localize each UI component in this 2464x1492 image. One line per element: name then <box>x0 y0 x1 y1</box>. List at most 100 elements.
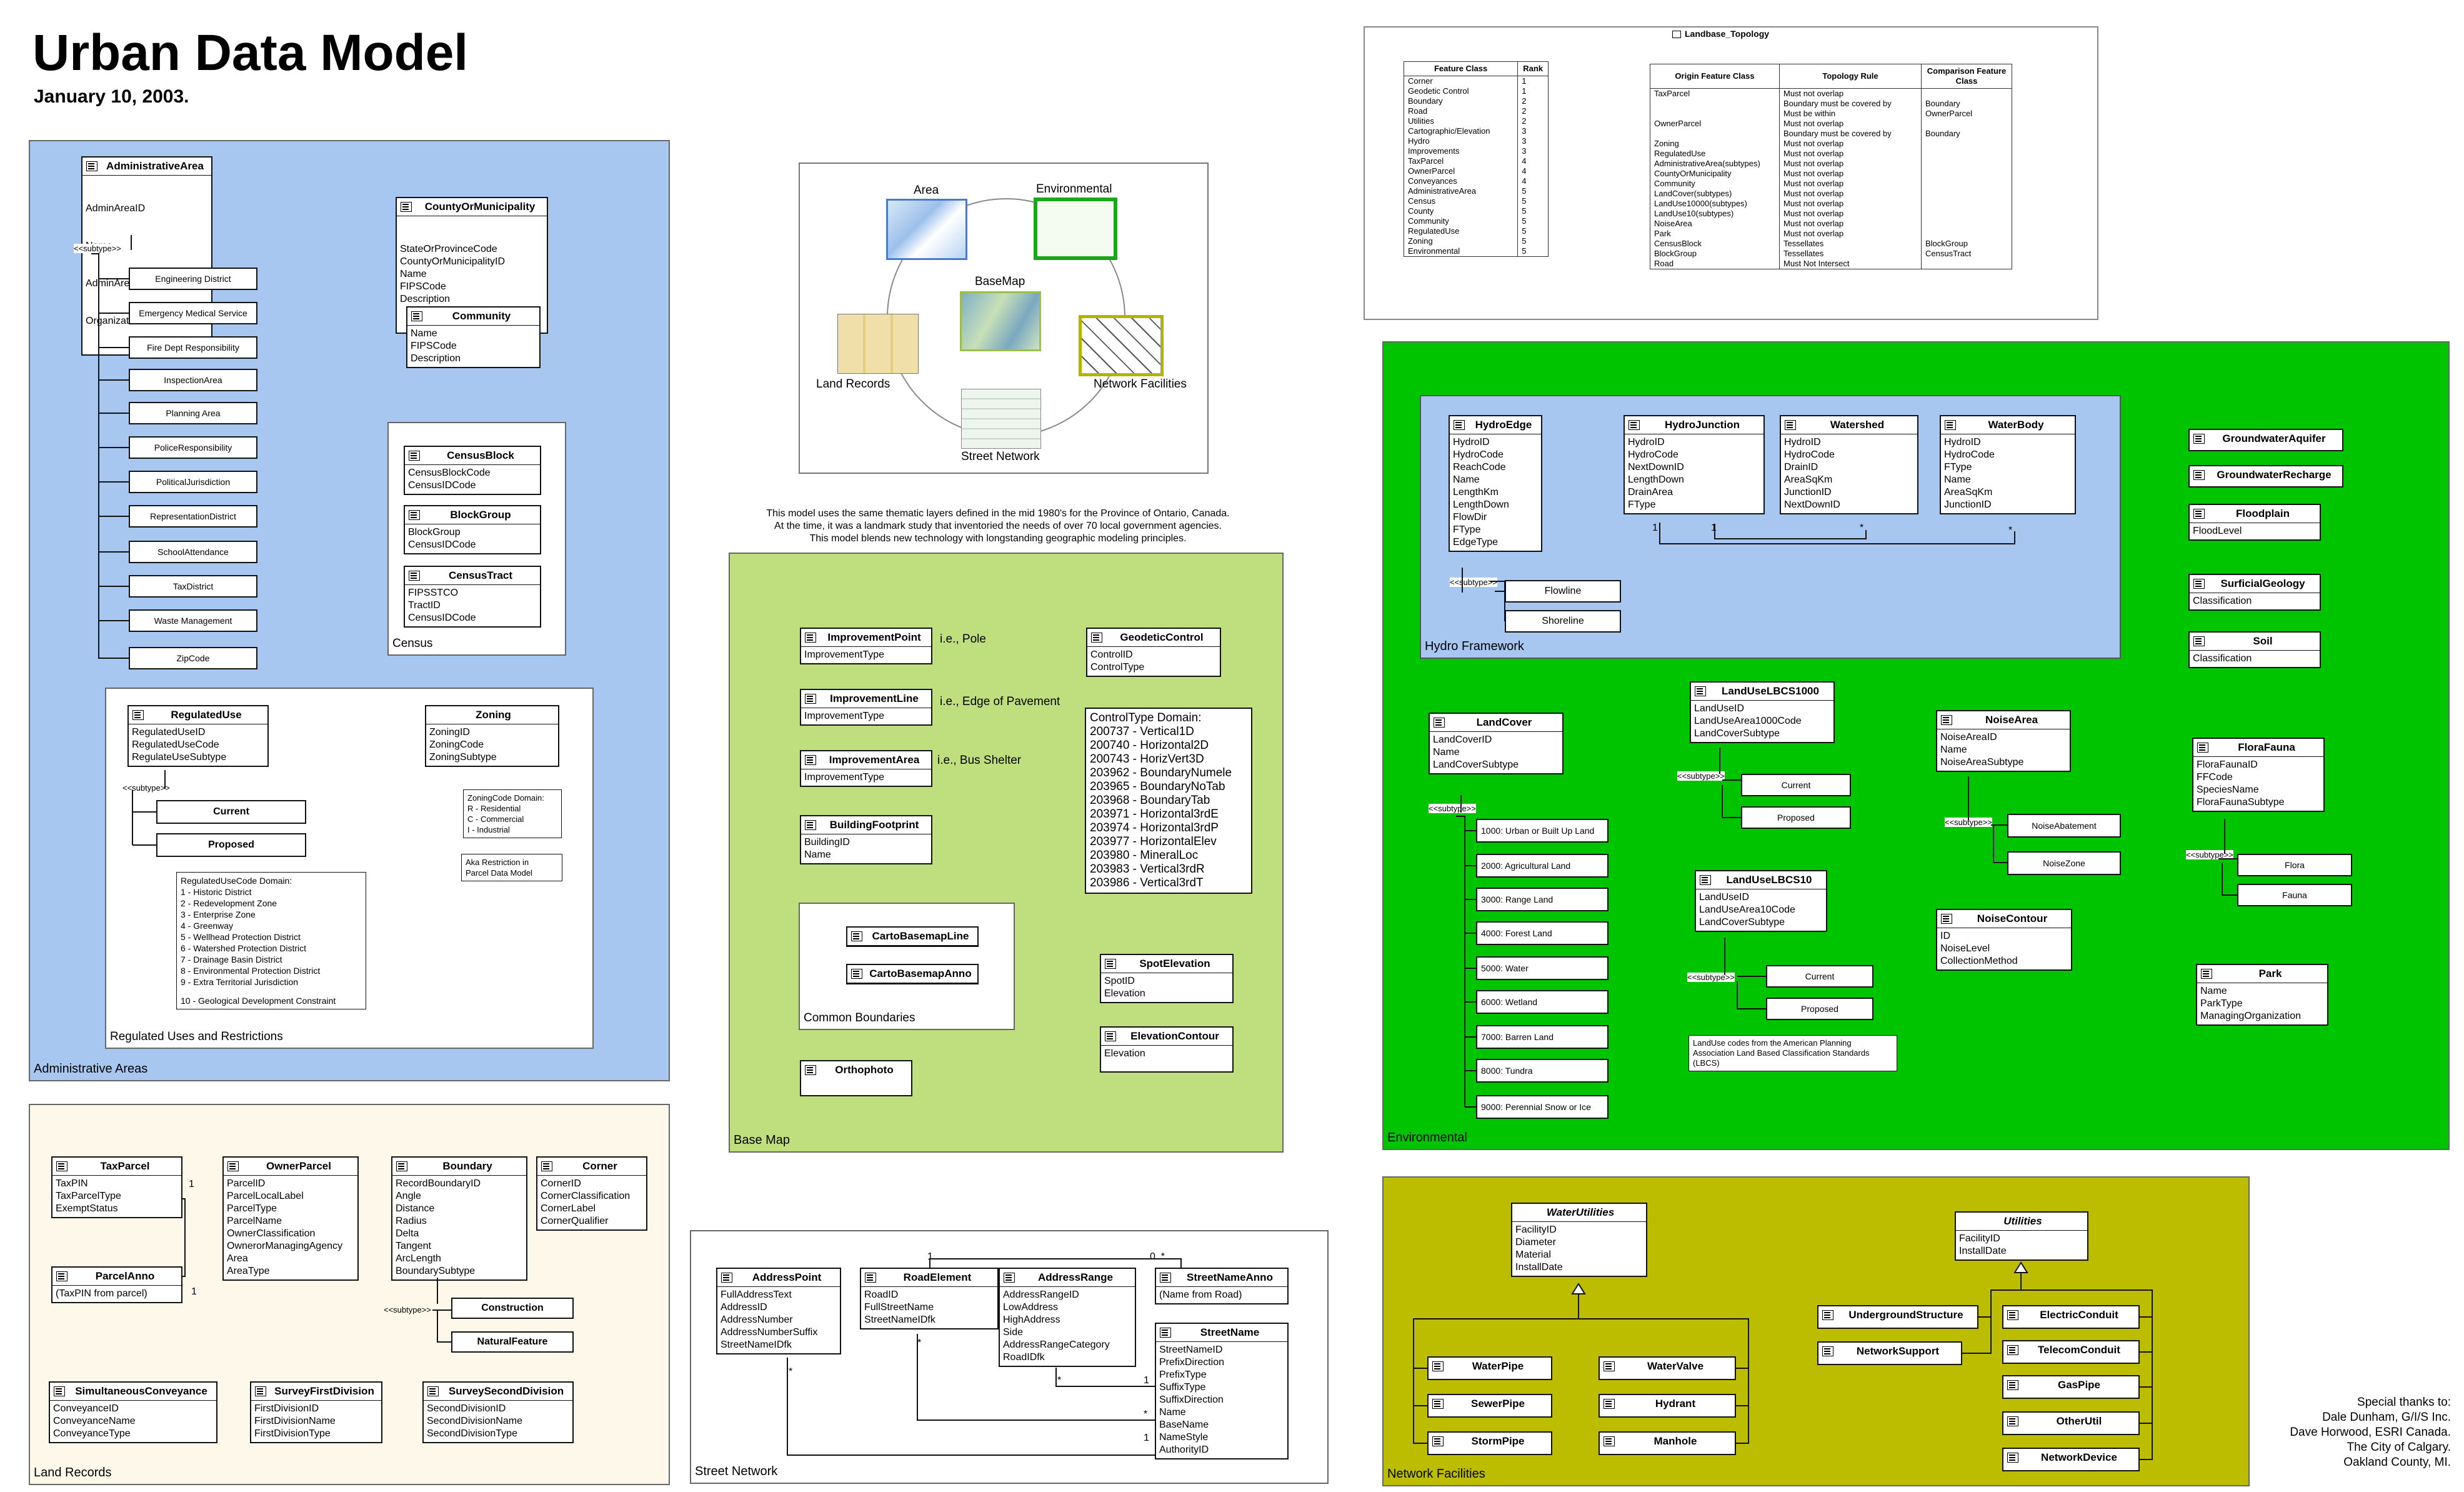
lu1000-current[interactable]: Current <box>1741 774 1851 796</box>
administrative-area-class[interactable]: AdministrativeArea AdminAreaID Name Admi… <box>81 156 212 356</box>
sewerpipe-class[interactable]: SewerPipe <box>1427 1394 1552 1418</box>
subtype-zipcode[interactable]: ZipCode <box>129 647 257 669</box>
lu10-proposed[interactable]: Proposed <box>1766 998 1873 1020</box>
lc-8000[interactable]: 8000: Tundra <box>1476 1059 1609 1083</box>
subtype-waste[interactable]: Waste Management <box>129 609 257 632</box>
waterpipe-class[interactable]: WaterPipe <box>1427 1356 1552 1380</box>
subtype-police[interactable]: PoliceResponsibility <box>129 436 257 459</box>
improvementpoint-class[interactable]: ImprovementPoint ImprovementType <box>800 628 932 664</box>
electric-conduit-class[interactable]: ElectricConduit <box>2002 1305 2140 1329</box>
lc-5000[interactable]: 5000: Water <box>1476 956 1609 980</box>
lu10-current[interactable]: Current <box>1766 965 1873 988</box>
lc-9000[interactable]: 9000: Perennial Snow or Ice <box>1476 1095 1609 1119</box>
regulated-current[interactable]: Current <box>156 800 306 824</box>
floodplain-class[interactable]: Floodplain FloodLevel <box>2188 504 2321 541</box>
network-device-class[interactable]: NetworkDevice <box>2002 1448 2140 1471</box>
lu1000-proposed[interactable]: Proposed <box>1741 806 1851 829</box>
surficial-geology-class[interactable]: SurficialGeology Classification <box>2188 574 2321 611</box>
basemap-map-thumbnail[interactable] <box>960 291 1041 351</box>
network-map-thumbnail[interactable] <box>1079 315 1164 376</box>
lc-1000[interactable]: 1000: Urban or Built Up Land <box>1476 819 1609 843</box>
subtype-emergency-medical[interactable]: Emergency Medical Service <box>129 302 257 324</box>
noise-abatement-subtype[interactable]: NoiseAbatement <box>2007 814 2121 838</box>
watervalve-class[interactable]: WaterValve <box>1599 1356 1736 1380</box>
manhole-class[interactable]: Manhole <box>1599 1431 1736 1455</box>
subtype-representation[interactable]: RepresentationDistrict <box>129 505 257 528</box>
streetnameanno-class[interactable]: StreetNameAnno (Name from Road) <box>1155 1268 1289 1304</box>
underground-structure-class[interactable]: UndergroundStructure <box>1817 1305 1978 1329</box>
lc-4000[interactable]: 4000: Forest Land <box>1476 921 1609 945</box>
subtype-tax-district[interactable]: TaxDistrict <box>129 575 257 598</box>
orthophoto-class[interactable]: Orthophoto <box>800 1060 912 1096</box>
regulated-proposed[interactable]: Proposed <box>156 833 306 857</box>
noise-zone-subtype[interactable]: NoiseZone <box>2007 851 2121 875</box>
otherutil-class[interactable]: OtherUtil <box>2002 1411 2140 1435</box>
cartobasemapanno-class[interactable]: CartoBasemapAnno <box>846 964 979 984</box>
lc-2000[interactable]: 2000: Agricultural Land <box>1476 854 1609 878</box>
hydrant-class[interactable]: Hydrant <box>1599 1394 1736 1418</box>
telecom-conduit-class[interactable]: TelecomConduit <box>2002 1340 2140 1364</box>
fauna-subtype[interactable]: Fauna <box>2237 884 2352 906</box>
subtype-planning-area[interactable]: Planning Area <box>129 402 257 424</box>
gaspipe-class[interactable]: GasPipe <box>2002 1375 2140 1399</box>
area-map-thumbnail[interactable] <box>886 199 967 260</box>
subtype-fire-dept[interactable]: Fire Dept Responsibility <box>129 336 257 359</box>
soil-class[interactable]: Soil Classification <box>2188 631 2321 668</box>
lc-6000[interactable]: 6000: Wetland <box>1476 990 1609 1014</box>
subtype-inspection-area[interactable]: InspectionArea <box>129 369 257 391</box>
flora-subtype[interactable]: Flora <box>2237 854 2352 876</box>
naturalfeature-subtype[interactable]: NaturalFeature <box>451 1331 574 1353</box>
groundwater-recharge-class[interactable]: GroundwaterRecharge <box>2188 465 2343 488</box>
lc-7000[interactable]: 7000: Barren Land <box>1476 1025 1609 1049</box>
network-support-class[interactable]: NetworkSupport <box>1817 1341 1962 1365</box>
improvementline-class[interactable]: ImprovementLine ImprovementType <box>800 689 932 726</box>
parcelanno-class[interactable]: ParcelAnno (TaxPIN from parcel) <box>51 1266 182 1303</box>
landrecords-map-thumbnail[interactable] <box>837 314 919 374</box>
stormpipe-class[interactable]: StormPipe <box>1427 1431 1552 1455</box>
groundwater-aquifer-class[interactable]: GroundwaterAquifer <box>2188 429 2343 451</box>
improvementarea-class[interactable]: ImprovementArea ImprovementType <box>800 750 932 787</box>
environmental-map-thumbnail[interactable] <box>1034 198 1117 260</box>
lc-3000[interactable]: 3000: Range Land <box>1476 888 1609 911</box>
subtype-political[interactable]: PoliticalJurisdiction <box>129 471 257 493</box>
shoreline-subtype[interactable]: Shoreline <box>1505 610 1621 633</box>
subtype-engineering-district[interactable]: Engineering District <box>129 268 257 290</box>
subtype-school[interactable]: SchoolAttendance <box>129 541 257 563</box>
elevation-contour-class[interactable]: ElevationContour Elevation <box>1100 1026 1234 1073</box>
construction-subtype[interactable]: Construction <box>451 1298 574 1319</box>
street-map-thumbnail[interactable] <box>961 389 1041 449</box>
